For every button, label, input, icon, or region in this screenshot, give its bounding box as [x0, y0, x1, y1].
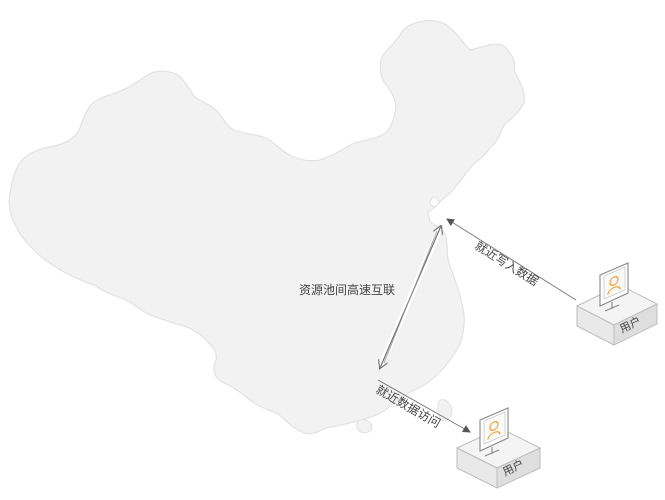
box-right	[613, 303, 658, 346]
access-arrow	[377, 379, 471, 433]
user-icon	[607, 276, 621, 295]
interconnect-line-inner	[383, 230, 438, 364]
write-arrow	[446, 218, 577, 301]
user-terminal-right: 用户	[575, 262, 659, 346]
box-right	[496, 447, 541, 489]
china-map	[8, 20, 525, 435]
user-terminal-bottom: 用户	[455, 407, 542, 489]
user-icon	[487, 421, 501, 440]
write-label: 就近写入数据	[472, 238, 541, 289]
link-label: 资源池间高速互联	[299, 282, 395, 297]
